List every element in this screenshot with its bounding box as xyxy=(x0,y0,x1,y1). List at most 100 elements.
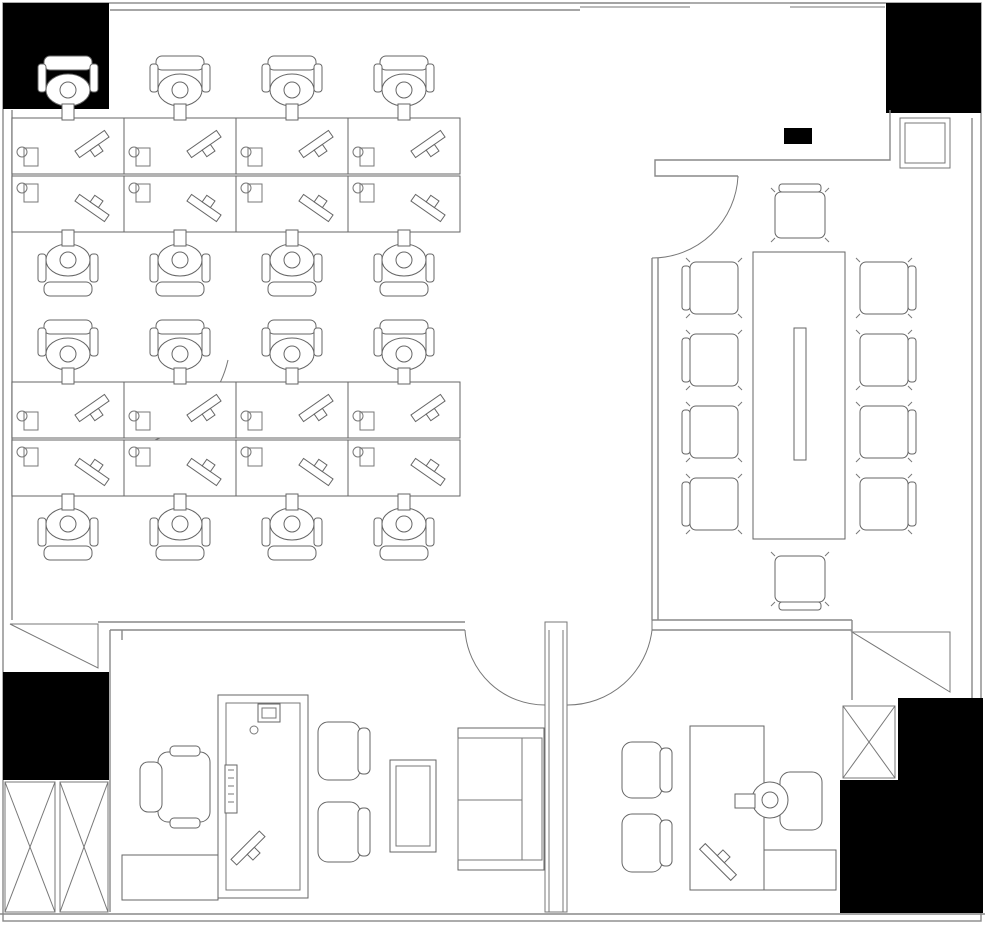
monitor-icon xyxy=(186,193,222,223)
chair-with-person xyxy=(149,493,211,561)
conference-chair xyxy=(855,473,917,535)
private-office-left xyxy=(121,694,545,901)
workstation-desk xyxy=(11,381,125,439)
office-chair-with-person xyxy=(734,771,823,831)
workstation-desk xyxy=(123,439,237,497)
column-bottom-right xyxy=(840,780,983,913)
chair-with-person xyxy=(373,319,435,385)
desk-phone-icon xyxy=(128,182,151,203)
desk-phone-icon xyxy=(240,146,263,167)
desk-phone-icon xyxy=(240,410,263,431)
monitor-icon xyxy=(298,193,334,223)
keyboard-icon xyxy=(224,764,238,814)
monitor-icon xyxy=(298,129,334,159)
conference-chair xyxy=(681,257,743,319)
chair-with-person xyxy=(37,55,99,121)
desk-phone-icon xyxy=(128,146,151,167)
conference-chair xyxy=(855,401,917,463)
workstation-desk xyxy=(235,381,349,439)
private-office-right xyxy=(621,725,837,891)
workstation-desk xyxy=(235,439,349,497)
workstation-desk xyxy=(11,439,125,497)
conference-chair xyxy=(855,329,917,391)
desk-phone-icon xyxy=(352,410,375,431)
monitor-icon xyxy=(410,393,446,423)
workstation-desk xyxy=(347,117,461,175)
monitor-icon xyxy=(186,129,222,159)
workstation-desk xyxy=(11,117,125,175)
monitor-icon xyxy=(298,457,334,487)
monitor-icon xyxy=(74,393,110,423)
executive-chair xyxy=(139,745,211,829)
desk-phone-icon xyxy=(128,446,151,467)
chair-with-person xyxy=(37,319,99,385)
desk-phone-icon xyxy=(16,146,39,167)
chair-with-person xyxy=(149,229,211,297)
column-top-right xyxy=(886,3,981,113)
small-equipment xyxy=(784,128,812,144)
credenza xyxy=(121,854,219,901)
conference-chair xyxy=(770,183,830,243)
desk-phone-icon xyxy=(16,410,39,431)
workstation-desk xyxy=(11,175,125,233)
chair-with-person xyxy=(261,319,323,385)
conference-chair xyxy=(681,329,743,391)
monitor-icon xyxy=(410,129,446,159)
monitor-icon xyxy=(298,393,334,423)
desk-phone-icon xyxy=(16,182,39,203)
desk-phone-icon xyxy=(257,703,281,723)
conference-chair xyxy=(855,257,917,319)
guest-chair xyxy=(621,813,673,873)
workstation-desk xyxy=(123,175,237,233)
workstation-desk xyxy=(123,381,237,439)
return-desk xyxy=(763,849,837,891)
guest-chair xyxy=(317,721,371,781)
chair-with-person xyxy=(261,493,323,561)
monitor-icon xyxy=(410,193,446,223)
monitor-icon xyxy=(230,830,266,866)
workstation-area xyxy=(11,55,461,561)
column-right-upper xyxy=(898,698,983,783)
monitor-icon xyxy=(186,393,222,423)
conference-chair xyxy=(681,401,743,463)
chair-with-person xyxy=(261,229,323,297)
workstation-desk xyxy=(347,439,461,497)
workstation-desk xyxy=(347,175,461,233)
coffee-table xyxy=(389,759,437,853)
desk-phone-icon xyxy=(240,446,263,467)
monitor-icon xyxy=(74,193,110,223)
monitor-icon xyxy=(410,457,446,487)
conference-room xyxy=(681,183,917,611)
monitor-icon xyxy=(74,457,110,487)
chair-with-person xyxy=(37,229,99,297)
guest-chair xyxy=(621,741,673,799)
utility-shafts xyxy=(4,117,951,913)
workstation-desk xyxy=(123,117,237,175)
desk-phone-icon xyxy=(352,146,375,167)
chair-with-person xyxy=(149,319,211,385)
desk-phone-icon xyxy=(128,410,151,431)
desk-phone-icon xyxy=(16,446,39,467)
chair-with-person xyxy=(373,229,435,297)
desk-phone-icon xyxy=(352,182,375,203)
guest-chair xyxy=(317,801,371,863)
desk-phone-icon xyxy=(240,182,263,203)
workstation-desk xyxy=(235,175,349,233)
workstation-desk xyxy=(347,381,461,439)
sofa xyxy=(457,727,545,871)
chair-with-person xyxy=(261,55,323,121)
chair-with-person xyxy=(37,493,99,561)
chair-with-person xyxy=(149,55,211,121)
monitor-icon xyxy=(186,457,222,487)
monitor-icon xyxy=(698,842,738,882)
column-mid-left xyxy=(3,672,109,780)
desk-phone-icon xyxy=(352,446,375,467)
conference-chair xyxy=(770,551,830,611)
table-center-strip xyxy=(793,327,807,461)
conference-chair xyxy=(681,473,743,535)
workstation-desk xyxy=(235,117,349,175)
chair-with-person xyxy=(373,493,435,561)
monitor-icon xyxy=(74,129,110,159)
